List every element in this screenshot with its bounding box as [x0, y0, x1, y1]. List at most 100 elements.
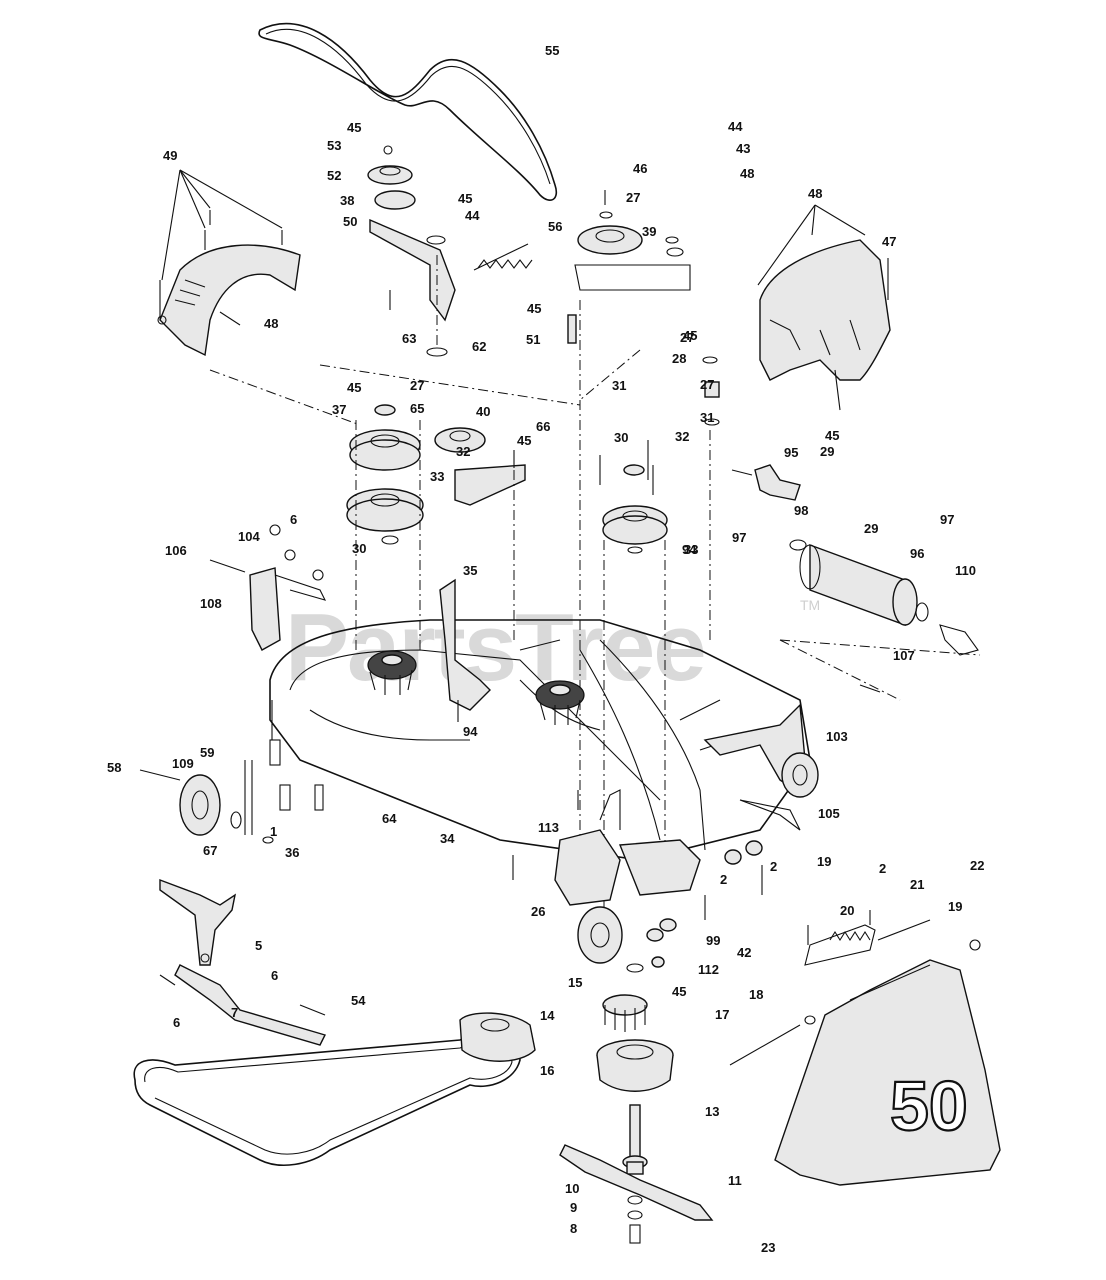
part-number-label: 17: [715, 1007, 729, 1022]
part-number-label: 33: [684, 542, 698, 557]
spindle-right[interactable]: [535, 680, 585, 725]
part-number-label: 59: [200, 745, 214, 760]
bracket-106[interactable]: [209, 524, 327, 651]
part-number-label: 66: [536, 419, 550, 434]
part-number-label: 45: [527, 301, 541, 316]
part-number-label: 113: [538, 820, 559, 835]
pulley-32-left[interactable]: [346, 488, 424, 545]
part-number-label: 27: [410, 378, 424, 393]
roller-98[interactable]: [779, 539, 981, 701]
part-number-label: 97: [732, 530, 746, 545]
cover-49[interactable]: [157, 169, 301, 357]
part-number-label: 51: [526, 332, 540, 347]
part-number-label: 35: [463, 563, 477, 578]
rod-17[interactable]: [729, 1024, 801, 1066]
part-number-label: 33: [430, 469, 444, 484]
deflector-23[interactable]: 50: [774, 959, 1001, 1186]
part-number-label: 105: [818, 806, 840, 821]
part-number-label: 39: [642, 224, 656, 239]
part-number-label: 48: [808, 186, 822, 201]
washer-112a[interactable]: [646, 928, 664, 942]
part-number-label: 2: [770, 859, 777, 874]
bolt-94-lower[interactable]: [859, 684, 881, 693]
part-number-label: 48: [264, 316, 278, 331]
part-number-label: 27: [700, 377, 714, 392]
part-number-label: 11: [728, 1173, 742, 1188]
washer-15[interactable]: [626, 963, 644, 973]
part-number-label: 16: [540, 1063, 554, 1078]
spindle-housing-16[interactable]: [596, 1039, 674, 1092]
part-number-label: 10: [565, 1181, 579, 1196]
spring-56[interactable]: [473, 243, 533, 271]
bracket-95[interactable]: [731, 464, 801, 501]
wheel-58[interactable]: [139, 769, 242, 836]
part-number-label: 103: [826, 729, 848, 744]
nut-67[interactable]: [262, 836, 274, 844]
part-number-label: 44: [465, 208, 480, 223]
arm-7[interactable]: [159, 964, 327, 1046]
cover-47[interactable]: [757, 204, 891, 411]
clutch-pulley[interactable]: [459, 1012, 536, 1062]
bracket-108[interactable]: [439, 578, 491, 711]
part-number-label: 44: [728, 119, 743, 134]
spindle-left[interactable]: [367, 650, 417, 695]
part-number-label: 37: [332, 402, 346, 417]
part-number-label: 40: [476, 404, 490, 419]
part-number-label: 6: [173, 1015, 180, 1030]
trademark: TM: [800, 597, 820, 613]
spacer-28[interactable]: [702, 356, 720, 426]
washer-9[interactable]: [627, 1210, 643, 1220]
gear-14[interactable]: [602, 994, 648, 1032]
part-number-label: 27: [626, 190, 640, 205]
part-number-label: 29: [820, 444, 834, 459]
spindle-shaft-13[interactable]: [622, 1104, 648, 1175]
part-number-label: 48: [740, 166, 754, 181]
bracket-107[interactable]: [703, 703, 819, 798]
part-number-label: 50: [343, 214, 357, 229]
part-number-label: 97: [940, 512, 954, 527]
part-number-label: 7: [231, 1005, 238, 1020]
part-number-label: 112: [698, 962, 719, 977]
belt-55[interactable]: [258, 22, 558, 201]
part-number-label: 14: [540, 1008, 555, 1023]
part-number-label: 67: [203, 843, 217, 858]
washer-112b[interactable]: [659, 918, 677, 932]
spring-20[interactable]: [804, 910, 981, 966]
part-number-label: 99: [706, 933, 720, 948]
blade-11[interactable]: [559, 1144, 714, 1221]
part-number-label: 107: [893, 648, 915, 663]
pulley-39[interactable]: [574, 190, 691, 291]
part-number-label: 22: [970, 858, 984, 873]
part-number-label: 52: [327, 168, 341, 183]
part-number-label: 62: [472, 339, 486, 354]
pulley-40[interactable]: [349, 404, 421, 471]
part-113[interactable]: [739, 799, 801, 831]
part-number-label: 32: [456, 444, 470, 459]
part-number-label: 15: [568, 975, 582, 990]
nut-45-lower[interactable]: [651, 956, 665, 968]
part-number-label: 42: [737, 945, 751, 960]
bolt-8[interactable]: [629, 1224, 641, 1244]
nut-2a[interactable]: [724, 849, 742, 865]
bracket-103[interactable]: [244, 700, 324, 835]
part-number-label: 19: [948, 899, 962, 914]
part-number-label: 13: [705, 1104, 719, 1119]
part-number-label: 54: [351, 993, 366, 1008]
part-number-label: 58: [107, 760, 121, 775]
pulley-32-right[interactable]: [599, 440, 668, 554]
part-number-label: 104: [238, 529, 260, 544]
part-number-label: 94: [682, 542, 697, 557]
bolt-51[interactable]: [567, 314, 577, 344]
bracket-5[interactable]: [159, 878, 237, 966]
idler-assembly-50[interactable]: [367, 145, 456, 357]
belt-54[interactable]: [133, 1035, 521, 1166]
washer-10[interactable]: [627, 1195, 643, 1205]
pulley-65[interactable]: [434, 427, 526, 506]
nut-2b[interactable]: [745, 840, 763, 856]
part-number-label: 6: [271, 968, 278, 983]
part-number-label: 49: [163, 148, 177, 163]
bracket-105[interactable]: [554, 789, 701, 964]
pin-18[interactable]: [804, 1015, 816, 1025]
